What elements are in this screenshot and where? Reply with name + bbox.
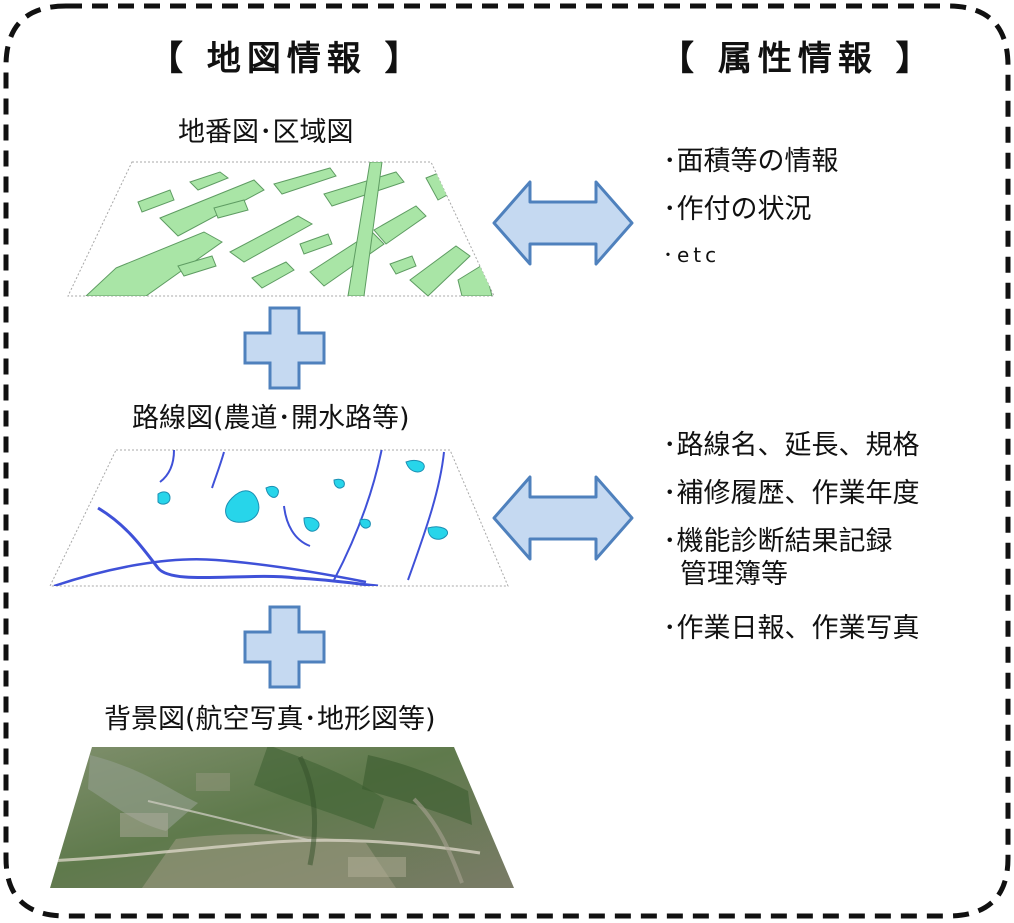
double-arrow-icon — [492, 475, 634, 561]
work-report-item: ･作業日報、作業写真 — [663, 613, 920, 644]
route-name-item: ･路線名、延長、規格 — [663, 430, 920, 461]
plus-icon — [243, 605, 326, 689]
route-map-label: 路線図(農道･開水路等) — [132, 403, 410, 434]
aerial-photo-layer — [50, 747, 514, 888]
parcel-map-layer — [67, 161, 495, 297]
double-arrow-icon — [492, 180, 634, 266]
etc-item: ･etc — [663, 243, 721, 267]
parcel-map-label: 地番図･区域図 — [178, 117, 354, 148]
function-diagnosis-item: ･機能診断結果記録 — [663, 526, 893, 557]
crop-status-item: ･作付の状況 — [663, 194, 812, 225]
management-ledger-item: 管理簿等 — [680, 559, 788, 590]
repair-history-item: ･補修履歴、作業年度 — [663, 478, 920, 509]
attribute-info-title: 【 属性情報 】 — [660, 39, 936, 79]
area-info-item: ･面積等の情報 — [663, 146, 839, 177]
map-info-title: 【 地図情報 】 — [149, 39, 425, 79]
plus-icon — [243, 306, 326, 390]
background-map-label: 背景図(航空写真･地形図等) — [104, 704, 436, 735]
route-map-layer — [49, 449, 509, 587]
